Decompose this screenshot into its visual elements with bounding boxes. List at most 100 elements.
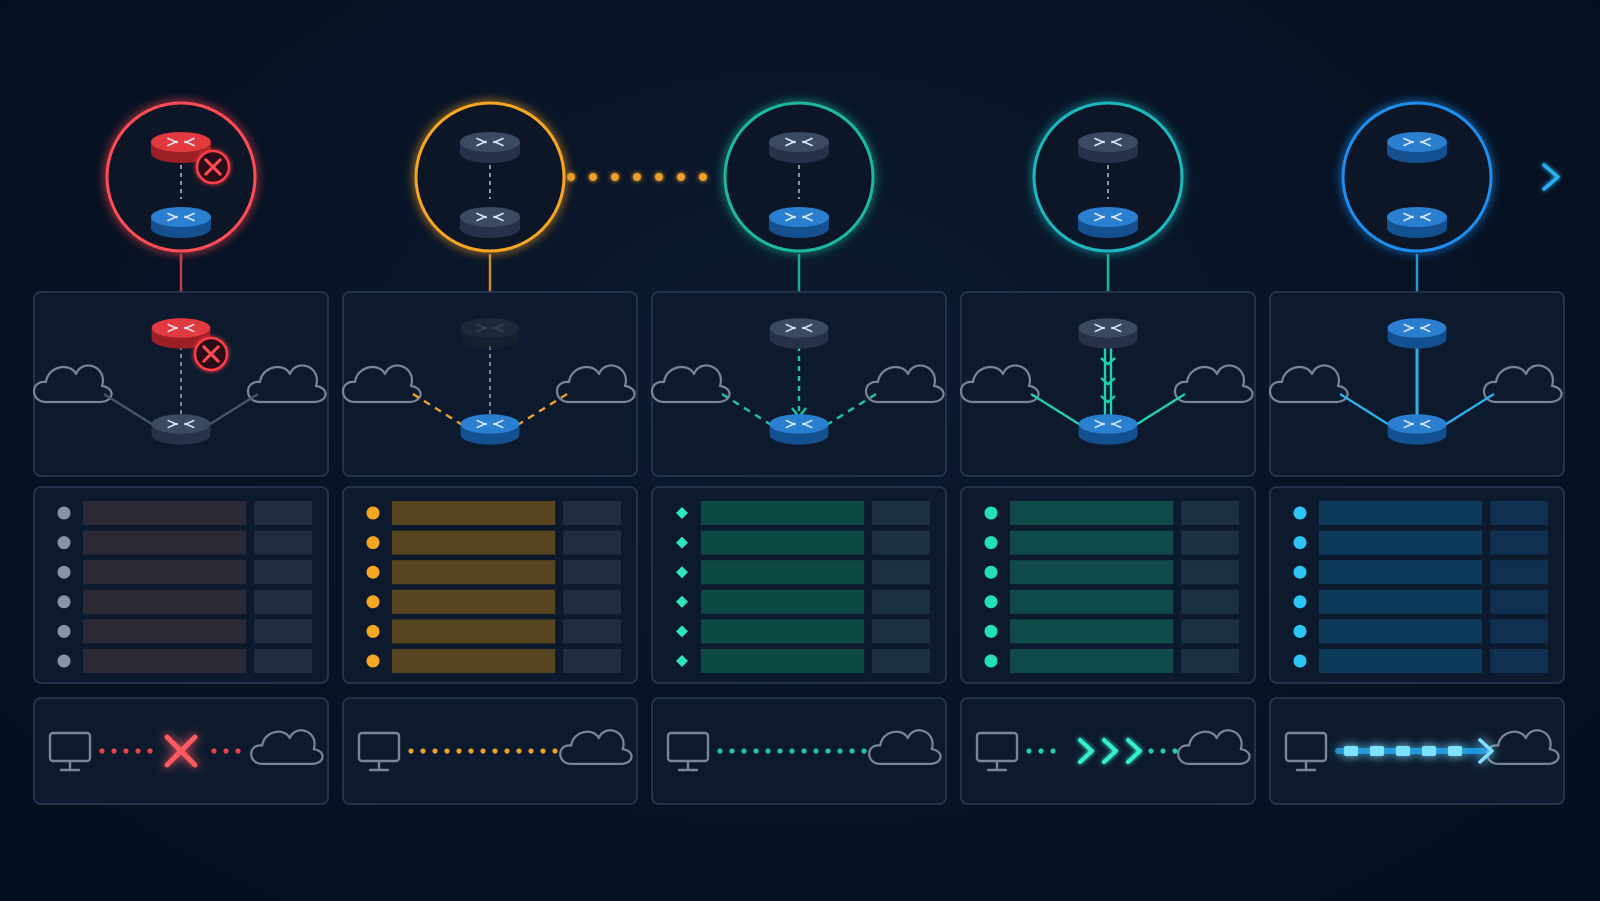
router-icon (1387, 414, 1447, 445)
table-row (366, 619, 621, 644)
table-cell-route (83, 530, 247, 555)
table-row (57, 560, 312, 585)
traffic-flow-panel (33, 697, 329, 805)
table-cell-metric (254, 530, 312, 555)
table-row (1293, 501, 1548, 525)
table-cell-metric (254, 501, 312, 525)
table-cell-route (392, 501, 556, 525)
status-dot-icon (57, 624, 71, 638)
topology-panel (1268, 291, 1565, 477)
router-icon (460, 318, 520, 349)
table-cell-metric (254, 619, 312, 644)
routing-table-panel (342, 486, 638, 684)
table-cell-route (701, 619, 865, 644)
status-dot-icon (366, 654, 380, 668)
table-cell-metric (254, 649, 312, 673)
table-row (366, 589, 621, 614)
table-row (366, 501, 621, 525)
routing-table-panel (1269, 486, 1565, 684)
status-dot-icon (366, 565, 380, 579)
top-link-rail (256, 163, 1560, 191)
monitor-icon (48, 731, 92, 772)
monitor-icon (1284, 731, 1328, 772)
table-row (676, 560, 930, 585)
table-cell-metric (1181, 619, 1239, 644)
table-cell-route (83, 589, 247, 614)
arrow-right-icon (1478, 738, 1494, 764)
topology-branch (1133, 392, 1186, 428)
table-cell-metric (1181, 589, 1239, 614)
status-dot-icon (984, 624, 998, 638)
chevron-right-icon (1126, 738, 1142, 764)
table-cell-route (1319, 530, 1483, 555)
dotted-link (1026, 748, 1056, 754)
table-row (676, 530, 930, 555)
dotted-link (1148, 748, 1178, 754)
table-row (366, 530, 621, 555)
table-cell-route (1319, 649, 1483, 673)
table-cell-route (701, 589, 865, 614)
table-cell-metric (872, 649, 930, 673)
stage-column-active (1268, 101, 1565, 805)
table-row (1293, 530, 1548, 555)
status-dot-icon (984, 536, 998, 550)
table-cell-metric (563, 530, 621, 555)
cloud-icon (1177, 729, 1251, 765)
status-dot-icon (1293, 506, 1307, 520)
router-icon (460, 207, 520, 238)
status-dot-icon (1293, 565, 1307, 579)
cloud-icon (1482, 364, 1563, 404)
table-row (1293, 619, 1548, 644)
topology-panel (959, 291, 1256, 477)
table-cell-metric (1490, 649, 1548, 673)
router-icon (1078, 318, 1138, 349)
status-dot-icon (57, 565, 71, 579)
status-dot-icon (984, 565, 998, 579)
chevron-down-icon (1100, 357, 1116, 366)
status-dot-icon (57, 654, 71, 668)
router-icon (769, 207, 829, 238)
table-cell-route (1319, 501, 1483, 525)
table-cell-metric (1181, 530, 1239, 555)
cloud-icon (868, 729, 942, 765)
table-row (1293, 649, 1548, 673)
table-row (984, 649, 1239, 673)
status-dot-icon (984, 654, 998, 668)
table-cell-metric (254, 589, 312, 614)
cloud-icon (1173, 364, 1254, 404)
table-cell-route (1319, 589, 1483, 614)
router-icon (1387, 318, 1447, 349)
table-cell-route (1319, 560, 1483, 585)
table-row (676, 589, 930, 614)
status-dot-icon (984, 506, 998, 520)
table-cell-metric (1490, 530, 1548, 555)
traffic-stream (1335, 738, 1494, 764)
cloud-icon (555, 364, 636, 404)
table-row (676, 619, 930, 644)
table-row (366, 560, 621, 585)
stage-node-pending (414, 101, 566, 253)
router-icon (769, 414, 829, 445)
table-cell-metric (563, 501, 621, 525)
table-cell-metric (1181, 501, 1239, 525)
table-cell-metric (1490, 619, 1548, 644)
dotted-link (717, 748, 867, 754)
table-row (57, 619, 312, 644)
table-row (57, 501, 312, 525)
table-cell-metric (1181, 560, 1239, 585)
status-dot-icon (1293, 595, 1307, 609)
table-cell-route (701, 501, 865, 525)
cloud-icon (250, 729, 324, 765)
table-cell-metric (254, 560, 312, 585)
stage-node-converging (723, 101, 875, 253)
router-icon (1078, 414, 1138, 445)
status-dot-icon (984, 595, 998, 609)
table-row (984, 501, 1239, 525)
topology-branch (412, 392, 465, 428)
routing-table-panel (33, 486, 329, 684)
chevron-right-group (1078, 738, 1142, 764)
stage-column-syncing (959, 101, 1256, 805)
table-cell-route (392, 530, 556, 555)
status-dot-icon (1293, 624, 1307, 638)
table-row (57, 530, 312, 555)
